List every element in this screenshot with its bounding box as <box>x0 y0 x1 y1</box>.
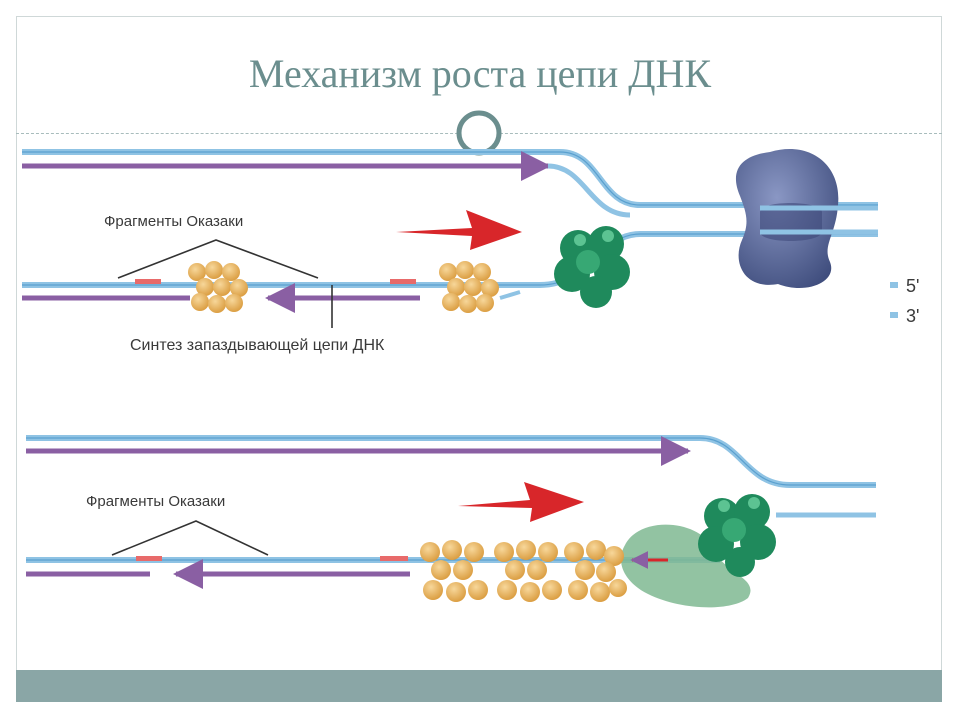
rna-primer <box>135 279 161 284</box>
okazaki-pointer <box>117 239 319 279</box>
top-lagging-strand-right <box>499 290 521 300</box>
rna-primer <box>390 279 416 284</box>
top-panel: Фрагменты Оказаки Синтез запаздывающей ц… <box>22 148 878 354</box>
lagging-synthesis-label: Синтез запаздывающей цепи ДНК <box>130 337 385 354</box>
fork-direction-arrow <box>396 210 522 250</box>
bottom-panel: Фрагменты Оказаки <box>26 435 876 608</box>
fork-direction-arrow <box>458 482 584 522</box>
top-leading-new-strand-bend <box>547 163 631 218</box>
rna-primer <box>380 556 408 561</box>
slide-title: Механизм роста цепи ДНК <box>248 51 712 96</box>
rna-primer <box>136 556 162 561</box>
bottom-okazaki-label: Фрагменты Оказаки <box>86 493 225 510</box>
okazaki-pointer <box>111 520 269 556</box>
sliding-clamp-icon <box>620 524 751 608</box>
legend-swatch-5prime <box>890 282 898 288</box>
legend-5prime-label: 5' <box>906 276 919 296</box>
bottom-template-strand-upper <box>26 435 876 488</box>
bottom-template-strand-upper-line <box>26 437 876 486</box>
legend-3prime-label: 3' <box>906 306 919 326</box>
top-okazaki-label: Фрагменты Оказаки <box>104 213 243 230</box>
title-ornament-ring <box>456 110 502 156</box>
ssb-protein-cluster <box>439 261 499 313</box>
ssb-protein-cluster <box>188 261 248 313</box>
footer-band <box>16 670 942 702</box>
helicase-icon <box>735 148 839 289</box>
top-template-strand-upper-line <box>22 151 878 206</box>
dna-polymerase-icon <box>554 226 630 308</box>
legend-swatch-3prime <box>890 312 898 318</box>
strand-legend: 5' 3' <box>890 276 919 326</box>
dna-polymerase-icon <box>698 494 776 577</box>
ssb-protein-chain <box>420 540 627 602</box>
